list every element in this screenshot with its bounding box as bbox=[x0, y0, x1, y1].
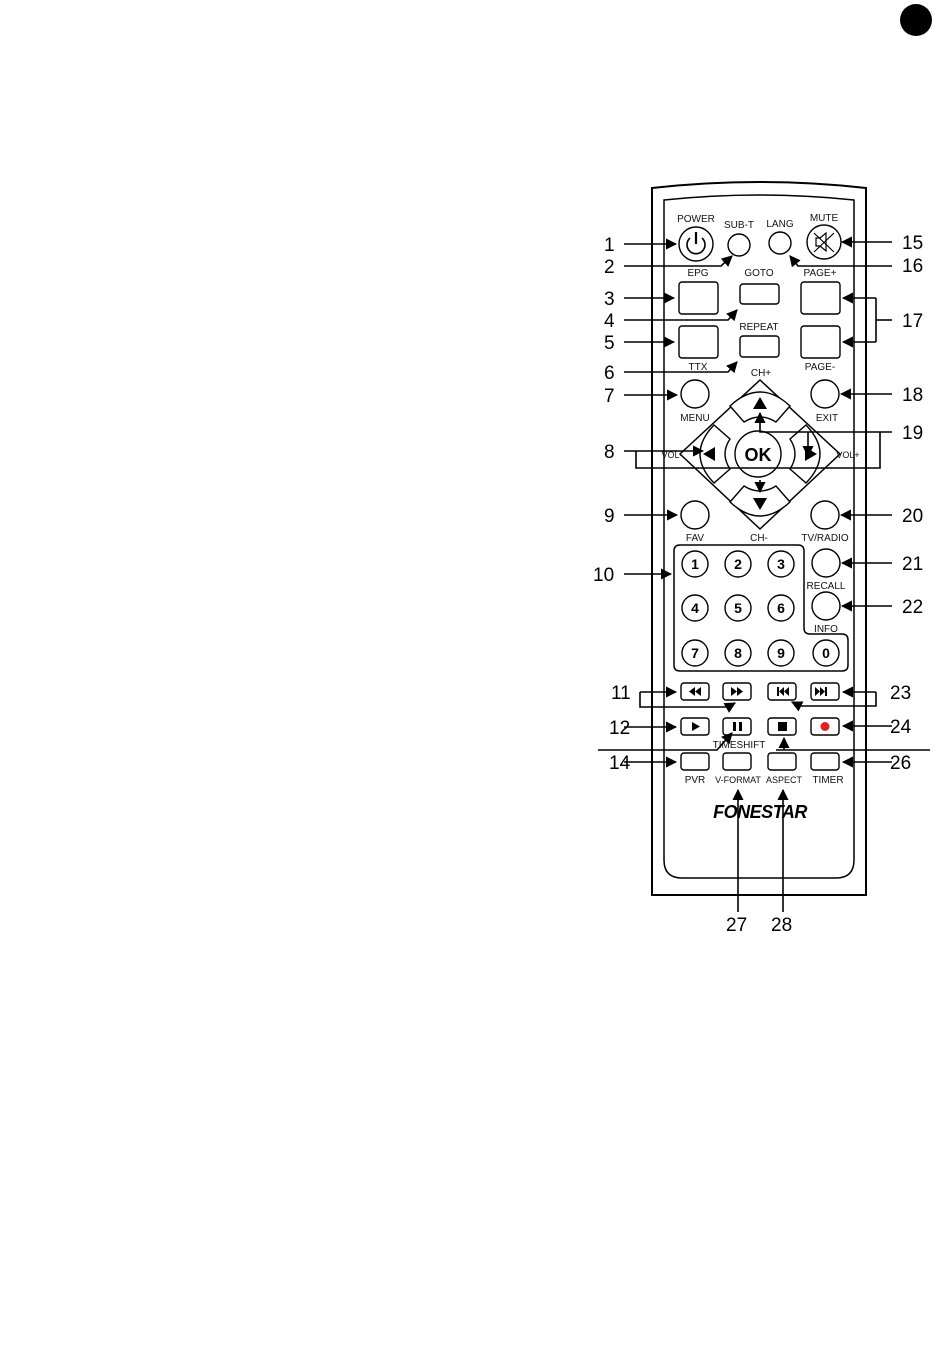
page-corner-marker bbox=[900, 4, 932, 36]
page-minus-label: PAGE- bbox=[805, 362, 835, 373]
callout-21: 21 bbox=[902, 554, 923, 575]
digit-6-label: 6 bbox=[777, 600, 785, 616]
epg-label: EPG bbox=[687, 268, 708, 279]
page-plus-label: PAGE+ bbox=[804, 268, 837, 279]
exit-label: EXIT bbox=[816, 413, 838, 424]
callout-16: 16 bbox=[902, 256, 923, 277]
repeat-button[interactable] bbox=[740, 336, 779, 357]
goto-button[interactable] bbox=[740, 284, 779, 304]
callout-10: 10 bbox=[593, 565, 614, 586]
menu-label: MENU bbox=[680, 413, 709, 424]
callout-3: 3 bbox=[604, 289, 615, 310]
menu-button[interactable] bbox=[681, 380, 709, 408]
digit-0-label: 0 bbox=[822, 645, 830, 661]
fav-label: FAV bbox=[686, 533, 704, 544]
callout-20: 20 bbox=[902, 506, 923, 527]
callout-24: 24 bbox=[890, 717, 912, 738]
callout-6: 6 bbox=[604, 363, 615, 384]
aspect-button[interactable] bbox=[768, 753, 796, 770]
info-button[interactable] bbox=[812, 592, 840, 620]
callout-12: 12 bbox=[609, 718, 630, 739]
callout-11: 11 bbox=[611, 683, 631, 704]
v-format-button[interactable] bbox=[723, 753, 751, 770]
ttx-button[interactable] bbox=[679, 326, 718, 358]
callout-26: 26 bbox=[890, 753, 911, 774]
callout-28: 28 bbox=[771, 915, 792, 936]
next-button[interactable] bbox=[811, 683, 839, 700]
recall-button[interactable] bbox=[812, 549, 840, 577]
tv-radio-label: TV/RADIO bbox=[801, 533, 848, 544]
digit-1-label: 1 bbox=[691, 556, 699, 572]
ch-plus-label: CH+ bbox=[751, 368, 771, 379]
callout-7: 7 bbox=[604, 386, 615, 407]
recall-label: RECALL bbox=[807, 581, 846, 592]
ch-minus-label: CH- bbox=[750, 533, 768, 544]
power-button[interactable] bbox=[679, 227, 713, 261]
callout-9: 9 bbox=[604, 506, 615, 527]
mute-button[interactable] bbox=[807, 225, 841, 259]
page-minus-button[interactable] bbox=[801, 326, 840, 358]
page-plus-button[interactable] bbox=[801, 282, 840, 314]
callout-8: 8 bbox=[604, 442, 615, 463]
timer-label: TIMER bbox=[812, 775, 843, 786]
fav-button[interactable] bbox=[681, 501, 709, 529]
info-label: INFO bbox=[814, 624, 838, 635]
exit-button[interactable] bbox=[811, 380, 839, 408]
callout-19: 19 bbox=[902, 423, 923, 444]
mute-label: MUTE bbox=[810, 213, 839, 224]
brand-logo: FONESTAR bbox=[713, 802, 807, 822]
repeat-label: REPEAT bbox=[739, 322, 778, 333]
digit-9-label: 9 bbox=[777, 645, 785, 661]
digit-4-label: 4 bbox=[691, 600, 699, 616]
ok-label: OK bbox=[745, 445, 772, 465]
previous-button[interactable] bbox=[768, 683, 796, 700]
lang-button[interactable] bbox=[769, 232, 791, 254]
callout-4: 4 bbox=[604, 311, 615, 332]
digit-2-label: 2 bbox=[734, 556, 742, 572]
callout-14: 14 bbox=[609, 753, 631, 774]
aspect-label: ASPECT bbox=[766, 775, 803, 785]
digit-7-label: 7 bbox=[691, 645, 699, 661]
fast-forward-button[interactable] bbox=[723, 683, 751, 700]
callout-18: 18 bbox=[902, 385, 923, 406]
pause-button[interactable] bbox=[723, 718, 751, 735]
lang-label: LANG bbox=[766, 219, 793, 230]
pvr-label: PVR bbox=[685, 775, 706, 786]
stop-button[interactable] bbox=[768, 718, 796, 735]
callout-1: 1 bbox=[604, 235, 615, 256]
callout-15: 15 bbox=[902, 233, 923, 254]
timer-button[interactable] bbox=[811, 753, 839, 770]
sub-t-button[interactable] bbox=[728, 234, 750, 256]
sub-t-label: SUB-T bbox=[724, 220, 754, 231]
callout-5: 5 bbox=[604, 333, 615, 354]
digit-8-label: 8 bbox=[734, 645, 742, 661]
digit-3-label: 3 bbox=[777, 556, 785, 572]
power-label: POWER bbox=[677, 214, 715, 225]
callout-22: 22 bbox=[902, 597, 923, 618]
goto-label: GOTO bbox=[744, 268, 773, 279]
tv-radio-button[interactable] bbox=[811, 501, 839, 529]
digit-5-label: 5 bbox=[734, 600, 742, 616]
record-button[interactable] bbox=[811, 718, 839, 735]
pvr-button[interactable] bbox=[681, 753, 709, 770]
v-format-label: V-FORMAT bbox=[715, 775, 761, 785]
vol-plus-label: VOL+ bbox=[836, 450, 859, 460]
rewind-button[interactable] bbox=[681, 683, 709, 700]
callout-23: 23 bbox=[890, 683, 911, 704]
play-button[interactable] bbox=[681, 718, 709, 735]
callout-27: 27 bbox=[726, 915, 747, 936]
epg-button[interactable] bbox=[679, 282, 718, 314]
callout-2: 2 bbox=[604, 257, 615, 278]
callout-17: 17 bbox=[902, 311, 923, 332]
